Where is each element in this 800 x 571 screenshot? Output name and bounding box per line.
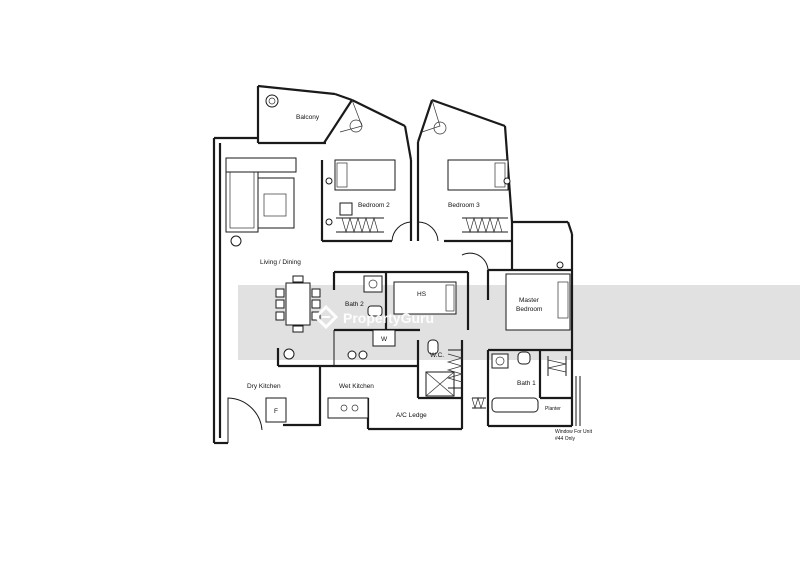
label-master-line1: Master [519, 297, 540, 304]
room-labels: Balcony Bedroom 2 Bedroom 3 Living / Din… [247, 114, 593, 442]
label-master-line2: Bedroom [516, 306, 542, 313]
label-bath-1: Bath 1 [517, 380, 536, 387]
label-f: F [274, 408, 278, 415]
plant-icon [265, 94, 279, 108]
note-window-line1: Window For Unit [555, 429, 593, 435]
watermark-text: PropertyGuru [343, 310, 434, 326]
watermark: PropertyGuru [313, 304, 434, 330]
label-wc: W.C. [430, 352, 444, 359]
label-wet-kitchen: Wet Kitchen [339, 383, 374, 390]
label-planter: Planter [545, 406, 561, 412]
plant-icon [230, 235, 242, 247]
label-w: W [381, 336, 388, 343]
label-living-dining: Living / Dining [260, 259, 301, 266]
outer-walls [212, 84, 574, 445]
label-dry-kitchen: Dry Kitchen [247, 383, 281, 390]
label-hs: HS [417, 291, 427, 298]
label-balcony: Balcony [296, 114, 320, 121]
note-window-line2: #44 Only [555, 436, 576, 442]
furniture [225, 94, 581, 443]
plant-icon [283, 348, 295, 360]
propertyguru-logo-icon [313, 304, 339, 330]
label-bedroom-2: Bedroom 2 [358, 202, 390, 209]
label-bedroom-3: Bedroom 3 [448, 202, 480, 209]
label-bath-2: Bath 2 [345, 301, 364, 308]
label-ac-ledge: A/C Ledge [396, 412, 427, 419]
